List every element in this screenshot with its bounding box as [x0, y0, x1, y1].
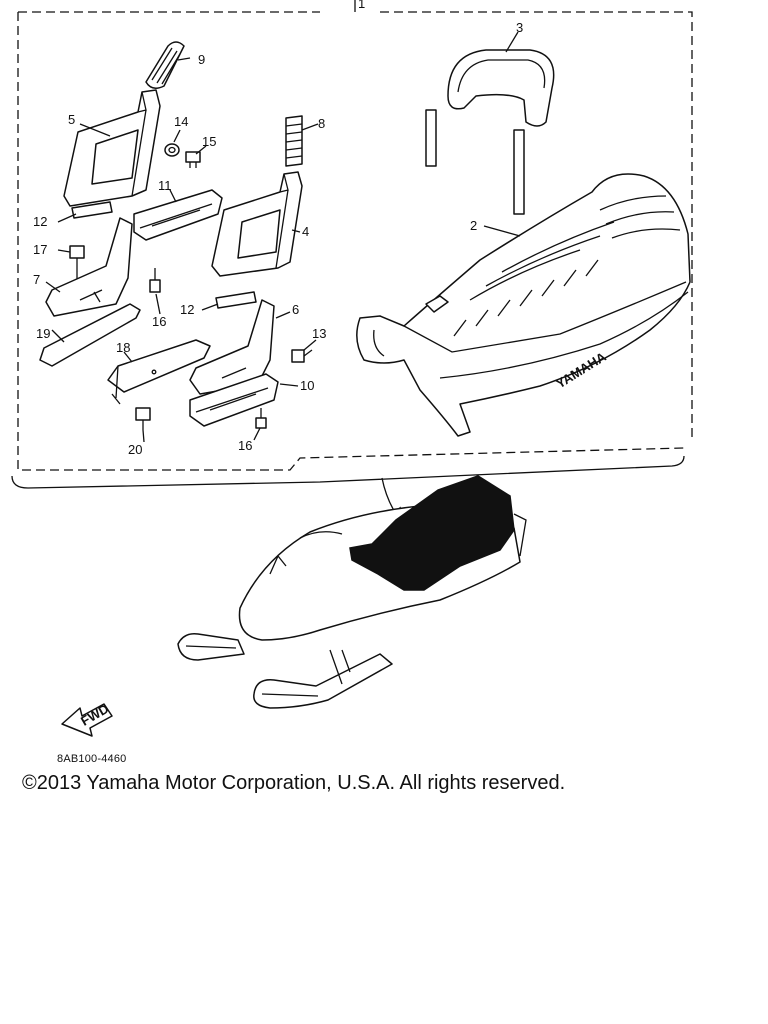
part-6-bracket [189, 299, 275, 395]
part-16-bolt-left [149, 268, 161, 293]
part-16-bolt-right [255, 408, 267, 429]
callout-2: 2 [470, 218, 477, 233]
callout-17: 17 [33, 242, 47, 257]
part-8-grip [285, 115, 303, 167]
fwd-arrow: FWD [61, 701, 113, 737]
callout-16-right: 16 [238, 438, 252, 453]
callout-12-right: 12 [180, 302, 194, 317]
callout-13: 13 [312, 326, 326, 341]
part-12-spacer-right [215, 291, 257, 309]
snowmobile-overview [177, 475, 527, 709]
callout-19: 19 [36, 326, 50, 341]
callout-11: 11 [158, 178, 172, 193]
part-2-seat [356, 173, 691, 437]
leader-lines [45, 31, 521, 443]
part-9-grip [145, 41, 185, 89]
callout-1: 1 [358, 0, 365, 11]
callout-4: 4 [302, 224, 309, 239]
callout-12-left: 12 [33, 214, 47, 229]
callout-15: 15 [202, 134, 216, 149]
callout-5: 5 [68, 112, 75, 127]
part-10-pad [189, 373, 279, 427]
callout-18: 18 [116, 340, 130, 355]
part-19-strap [39, 303, 141, 367]
part-18-strap [107, 339, 211, 405]
part-5-bracket [63, 89, 161, 207]
callout-9: 9 [198, 52, 205, 67]
part-15-bolt [185, 151, 201, 168]
part-11-pad [133, 189, 223, 241]
part-3-backrest [425, 49, 555, 215]
callout-3: 3 [516, 20, 523, 35]
part-7-bracket [45, 217, 133, 317]
callout-7: 7 [33, 272, 40, 287]
part-13-bolt [291, 349, 313, 363]
callout-8: 8 [318, 116, 325, 131]
part-4-bracket [211, 171, 303, 277]
callout-16-left: 16 [152, 314, 166, 329]
callout-20: 20 [128, 442, 142, 457]
copyright-notice: ©2013 Yamaha Motor Corporation, U.S.A. A… [22, 772, 566, 794]
part-20-bolt [135, 407, 151, 430]
callout-10: 10 [300, 378, 314, 393]
seat-exploded-diagram: FWD YAMAHA 1 9 5 14 15 11 12 17 7 [11, 0, 693, 737]
diagram-part-code: 8AB100-4460 [57, 753, 127, 765]
part-14-nut [164, 143, 180, 157]
callout-labels: 1 9 5 14 15 11 12 17 7 16 19 18 20 8 3 2… [33, 0, 523, 457]
callout-6: 6 [292, 302, 299, 317]
callout-14: 14 [174, 114, 188, 129]
assembly-boundary [11, 0, 693, 489]
